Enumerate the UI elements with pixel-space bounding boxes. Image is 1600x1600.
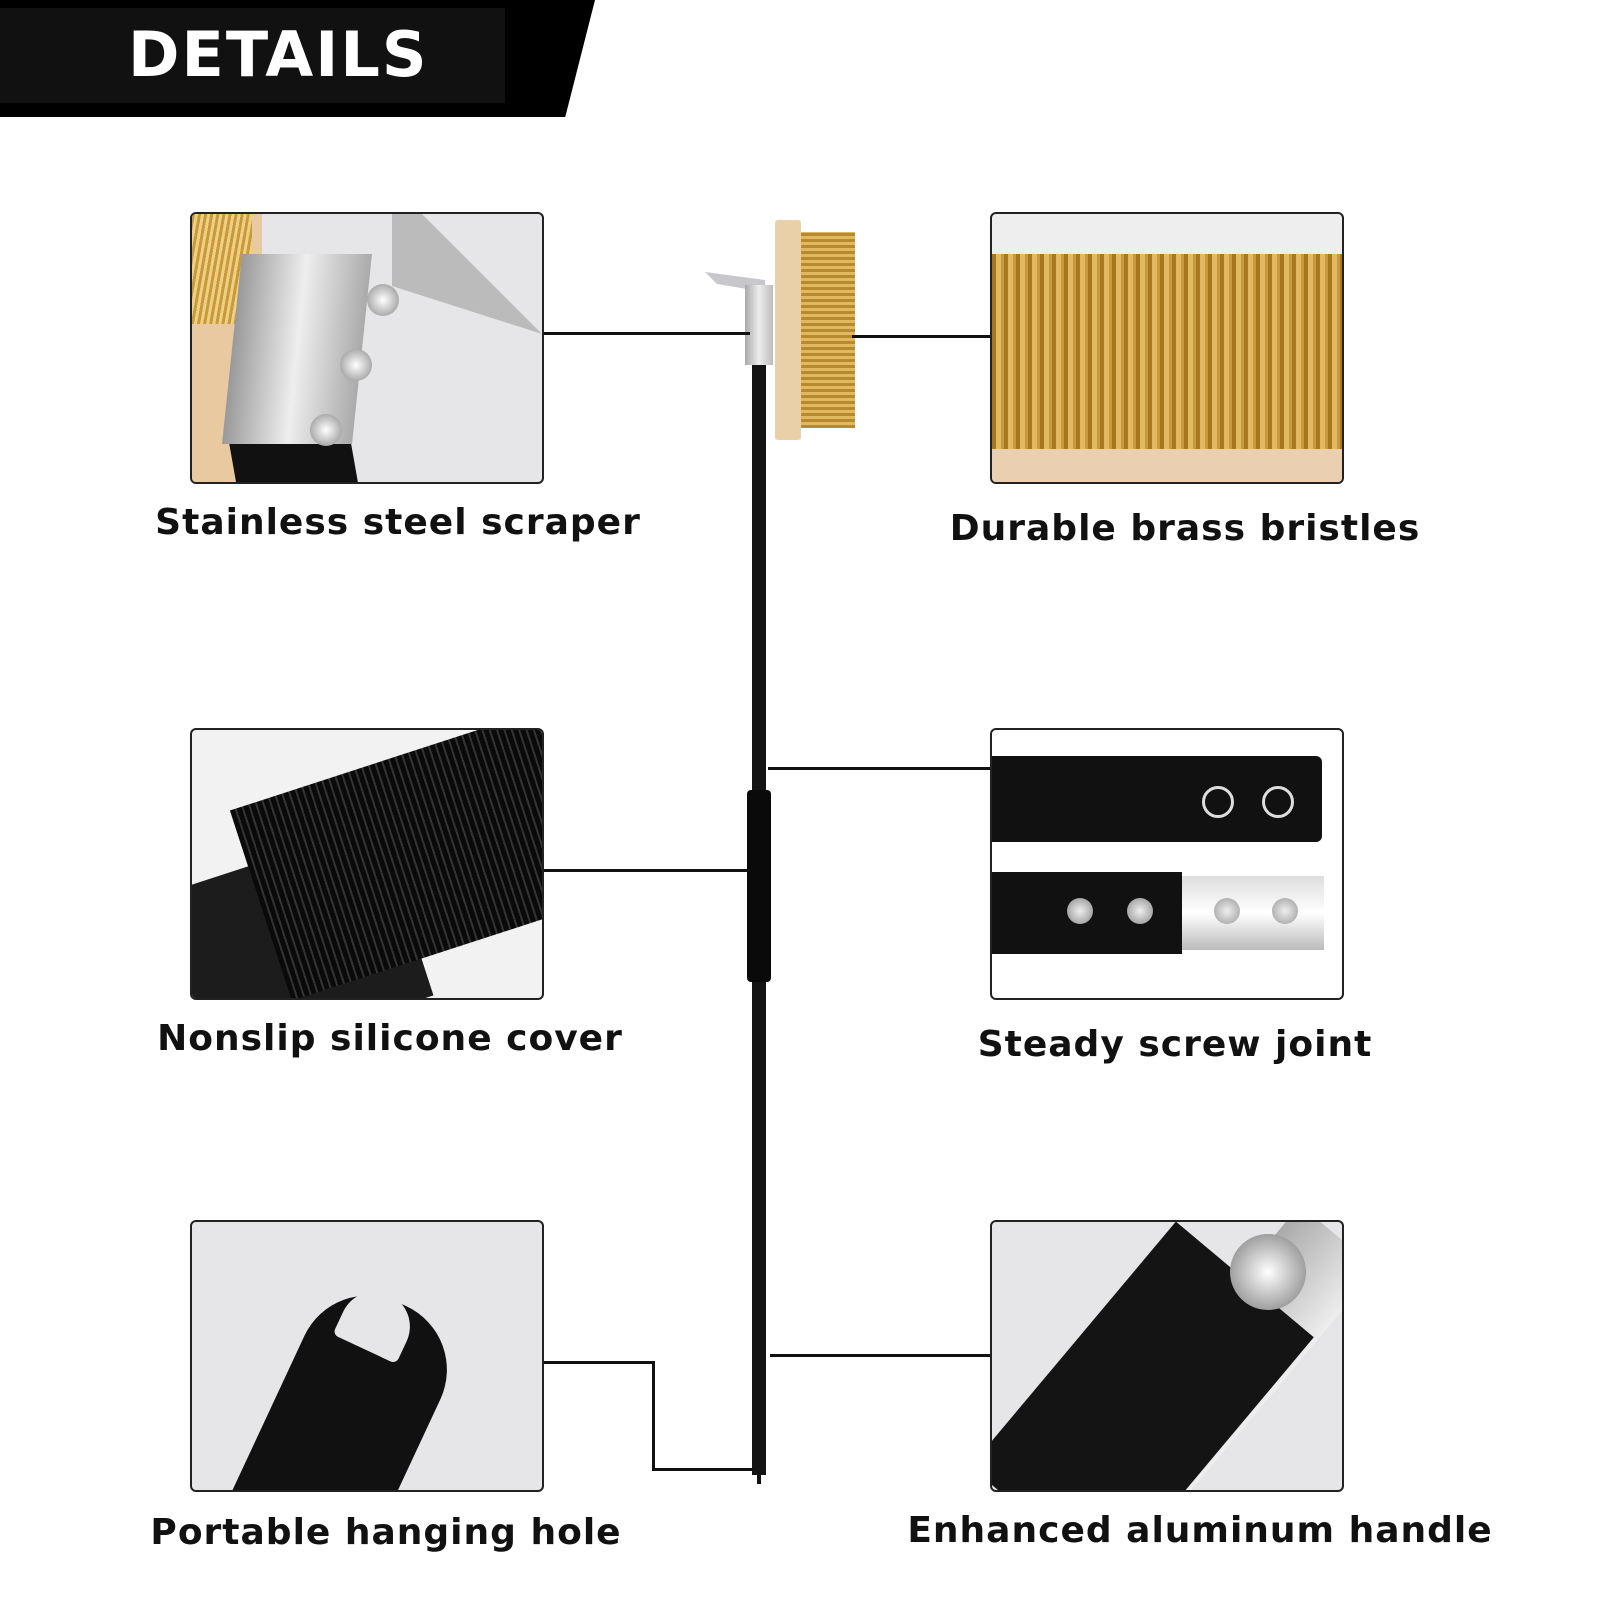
hanging-hole-photo (190, 1220, 544, 1492)
feature-label-silicone: Nonslip silicone cover (157, 1018, 623, 1059)
feature-label-scraper: Stainless steel scraper (155, 502, 641, 543)
feature-label-hanging-hole: Portable hanging hole (150, 1512, 622, 1553)
connector-screw-joint (768, 767, 992, 770)
connector-scraper (540, 332, 750, 335)
connector-hole-c (652, 1468, 756, 1471)
brush-wood-block (775, 220, 801, 440)
feature-label-handle: Enhanced aluminum handle (907, 1510, 1493, 1551)
screw-joint-photo (990, 728, 1344, 1000)
scraper-photo (190, 212, 544, 484)
connector-silicone (540, 869, 750, 872)
header-inner (0, 8, 505, 103)
connector-hole-b (652, 1361, 655, 1471)
feature-label-screw-joint: Steady screw joint (977, 1024, 1373, 1065)
brush-tip (757, 1470, 761, 1484)
connector-bristles (852, 335, 992, 338)
aluminum-handle-photo (990, 1220, 1344, 1492)
scraper-bracket (745, 285, 773, 365)
bristles-photo (990, 212, 1344, 484)
connector-hole-a (540, 1361, 654, 1364)
silicone-photo (190, 728, 544, 1000)
brush-bristles (801, 232, 855, 428)
feature-label-bristles: Durable brass bristles (949, 508, 1421, 549)
brush-grip (747, 790, 771, 982)
connector-handle (770, 1354, 992, 1357)
page-title: DETAILS (128, 18, 429, 91)
